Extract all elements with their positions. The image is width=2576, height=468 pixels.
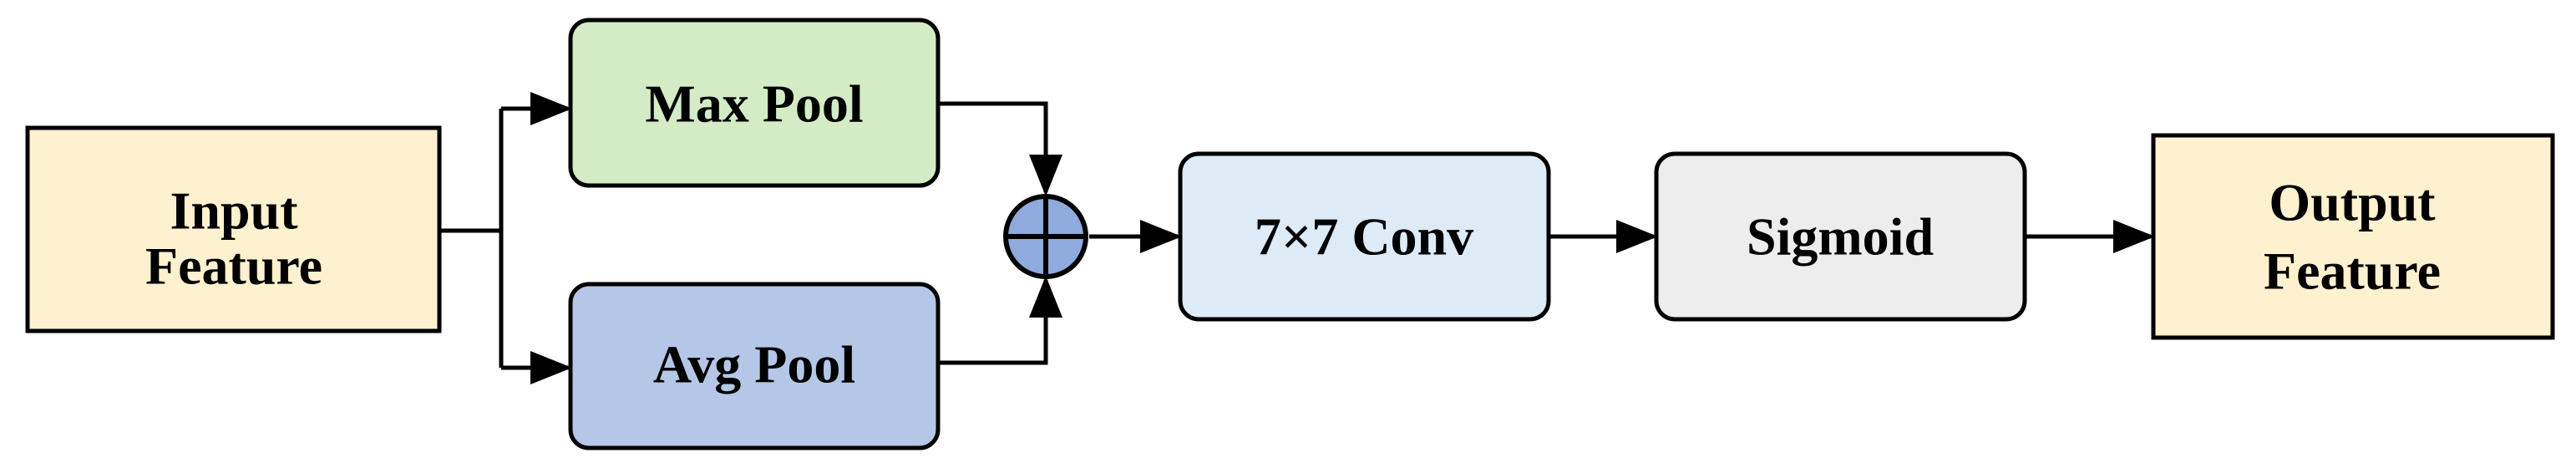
connectors: [441, 92, 2155, 384]
sigmoid-label: Sigmoid: [1747, 207, 1934, 267]
output-feature-label-line1: Output: [2269, 173, 2436, 232]
sigmoid-node: Sigmoid: [1654, 151, 2027, 322]
avg-pool-node: Avg Pool: [568, 282, 941, 450]
output-feature-node: Output Feature: [2151, 133, 2555, 340]
input-feature-box: [25, 125, 442, 333]
max-pool-node: Max Pool: [568, 18, 941, 188]
avg-pool-box: [568, 282, 941, 450]
input-feature-label-line2: Feature: [145, 237, 322, 296]
circle-plus-icon: [1003, 194, 1088, 279]
conv-label: 7×7 Conv: [1255, 207, 1473, 267]
input-feature-node: Input Feature: [25, 125, 442, 333]
arrow-avg-pool-to-sum: [940, 276, 1062, 365]
avg-pool-label: Avg Pool: [653, 335, 855, 394]
input-feature-label-line1: Input: [170, 181, 299, 241]
output-feature-label-line2: Feature: [2264, 242, 2441, 301]
sigmoid-box: [1654, 151, 2027, 322]
conv-node: 7×7 Conv: [1178, 151, 1551, 322]
arrow-max-pool-to-sum: [940, 101, 1062, 196]
max-pool-label: Max Pool: [645, 74, 863, 134]
max-pool-box: [568, 18, 941, 188]
output-feature-box: [2151, 133, 2555, 340]
conv-box: [1178, 151, 1551, 322]
